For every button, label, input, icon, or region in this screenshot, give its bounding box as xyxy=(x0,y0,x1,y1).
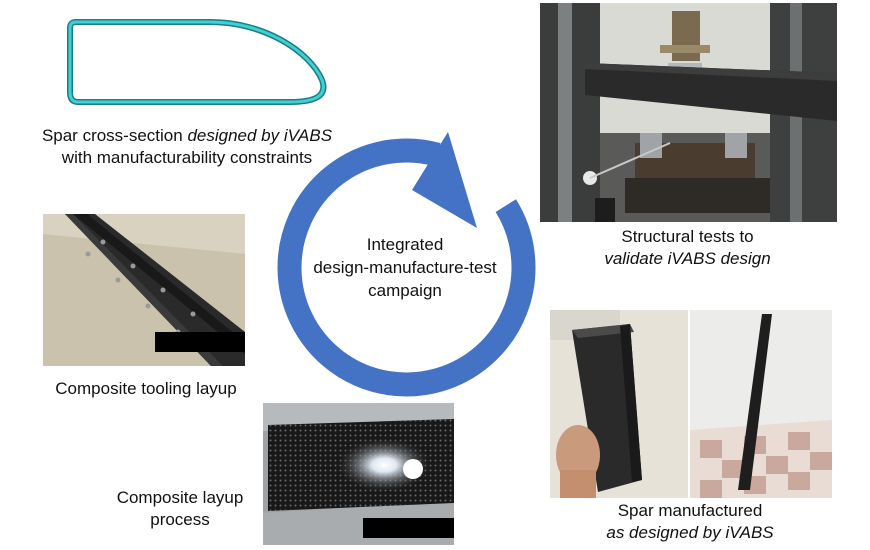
layup-process-caption-line1: Composite layup xyxy=(116,488,244,507)
center-label-line3: campaign xyxy=(368,281,442,300)
spar-manufactured-caption-line1: Spar manufactured xyxy=(617,501,763,520)
structural-test-caption-line2: validate iVABS design xyxy=(604,249,771,268)
spar-full-length-photo xyxy=(690,310,832,498)
cross-section-caption-italic: designed by iVABS xyxy=(187,126,333,145)
structural-test-caption-line1: Structural tests to xyxy=(621,227,754,246)
cycle-arrow xyxy=(277,132,536,397)
spar-manufactured-caption: Spar manufactured as designed by iVABS xyxy=(590,500,790,544)
center-label-line1: Integrated xyxy=(366,235,444,254)
cross-section-caption-line2: with manufacturability constraints xyxy=(61,148,313,167)
redaction-bar xyxy=(155,332,245,352)
spar-manufactured-caption-line2: as designed by iVABS xyxy=(606,523,774,542)
tooling-layup-photo xyxy=(43,214,245,366)
spar-cross-section-drawing xyxy=(67,19,327,105)
cross-section-caption-plain: Spar cross-section xyxy=(41,126,188,145)
center-label: Integrated design-manufacture-test campa… xyxy=(305,233,505,302)
redaction-bar xyxy=(363,518,454,538)
layup-process-photo xyxy=(263,403,454,545)
layup-process-caption: Composite layup process xyxy=(100,487,260,531)
structural-test-caption: Structural tests to validate iVABS desig… xyxy=(575,226,800,270)
structural-test-photo xyxy=(540,3,837,222)
layup-process-caption-line2: process xyxy=(150,510,210,529)
cross-section-caption: Spar cross-section designed by iVABS wit… xyxy=(22,125,352,169)
spar-handheld-photo xyxy=(550,310,688,498)
tooling-layup-caption: Composite tooling layup xyxy=(55,379,237,398)
center-label-line2: design-manufacture-test xyxy=(313,258,497,277)
